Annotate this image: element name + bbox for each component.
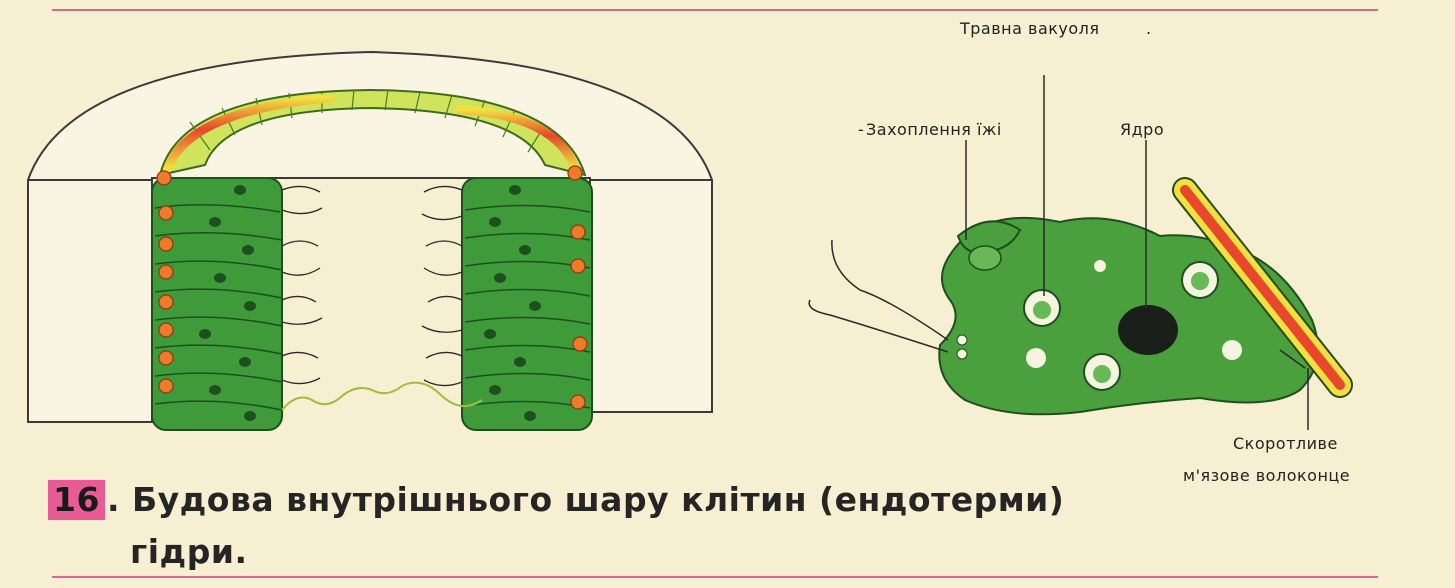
lower-membrane [281,381,483,411]
label-food-capture-dash: - [858,120,864,139]
figure-caption: 16. Будова внутрішнього шару клітин (енд… [48,474,1198,578]
caption-line-2: гідри. [130,532,248,571]
contractile-stripe-left [163,93,335,173]
small-vacuole [1026,348,1046,368]
body-wall-section [27,50,713,431]
left-fibre-dots [156,170,174,394]
food-particle [968,245,1002,271]
right-endoderm-column [461,177,593,431]
food-vacuole-3 [1083,353,1121,391]
figure-number: 16 [48,480,105,520]
leader-lines [965,75,1309,430]
cell-flagella [808,239,949,353]
label-muscle-fiber: м'язове волоконце [1183,466,1350,485]
left-endoderm-column [151,177,283,431]
pseudopod [956,220,1022,254]
nucleus [1118,305,1178,355]
small-vacuole [1094,260,1106,272]
flagellum-base [956,348,968,360]
label-food-vacuole: Травна вакуоля [959,19,1100,38]
caption-line-1: . Будова внутрішнього шару клітин (ендот… [106,480,1065,519]
food-vacuole-1 [1023,289,1061,327]
label-food-vacuole-dot: . [1146,19,1152,38]
top-rule [52,9,1378,11]
bottom-rule [52,576,1378,578]
contractile-stripe-right [455,105,580,173]
contractile-muscle-fiber [1172,177,1353,398]
food-vacuole-2 [1181,261,1219,299]
right-fibre-dots [567,165,588,410]
flagella [281,185,463,387]
label-food-capture: Захоплення їжі [866,120,1002,139]
label-contractile: Скоротливе [1233,434,1338,453]
flagellum-base [956,334,968,346]
label-nucleus: Ядро [1120,120,1164,139]
small-vacuole [1222,340,1242,360]
endoderm-cell: Травна вакуоля . - Захоплення їжі Ядро С… [808,19,1353,485]
